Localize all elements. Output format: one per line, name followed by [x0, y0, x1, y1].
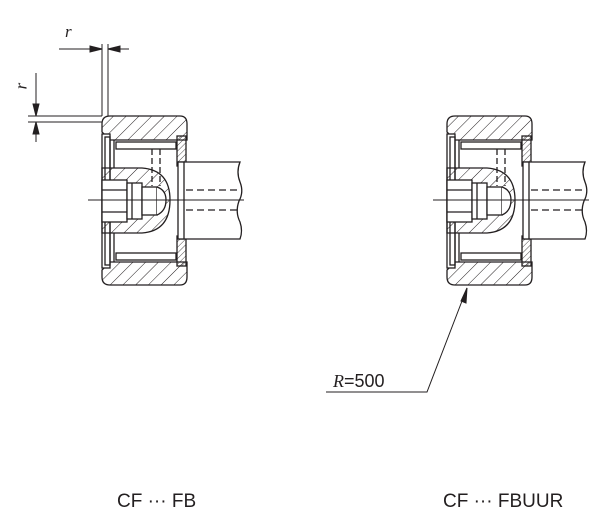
- radius-value: =500: [344, 371, 385, 391]
- bearing-cf-fbuur: [432, 115, 590, 286]
- caption-cf-fbuur: CF ··· FBUUR: [443, 491, 564, 512]
- caption-cf-fb: CF ··· FB: [117, 491, 197, 512]
- bearing-cf-fb: [87, 115, 245, 286]
- radius-label: R=500: [333, 371, 385, 392]
- dimension-r-horizontal: [59, 44, 129, 116]
- dimension-label-r-top: r: [65, 22, 72, 41]
- radius-symbol: R: [333, 371, 344, 391]
- dimension-r-vertical: [28, 73, 102, 142]
- dimension-label-r-side: r: [11, 82, 31, 90]
- radius-leader: [326, 287, 468, 393]
